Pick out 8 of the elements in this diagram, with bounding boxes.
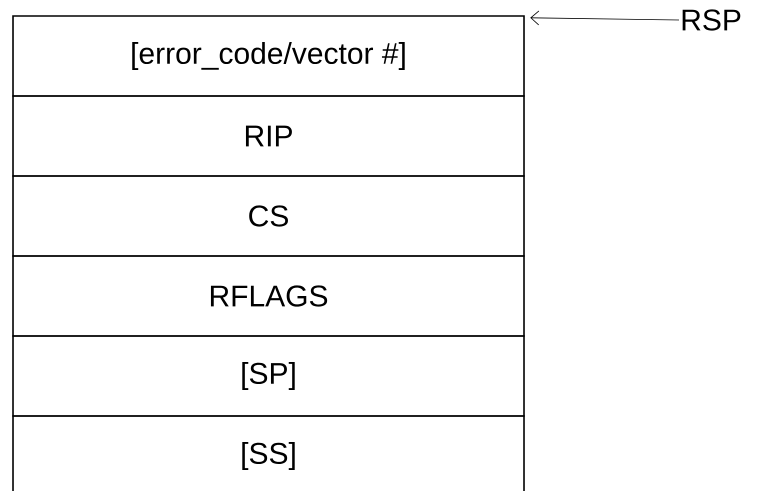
stack-cell: RFLAGS [12,255,525,337]
pointer-label: RSP [682,9,740,31]
stack-cell: [SP] [12,335,525,417]
arrow [530,10,680,26]
stack-cell: [error_code/vector #] [12,15,525,97]
stack-cell: RIP [12,95,525,177]
stack-cell: CS [12,175,525,257]
stack-cell: [SS] [12,415,525,491]
